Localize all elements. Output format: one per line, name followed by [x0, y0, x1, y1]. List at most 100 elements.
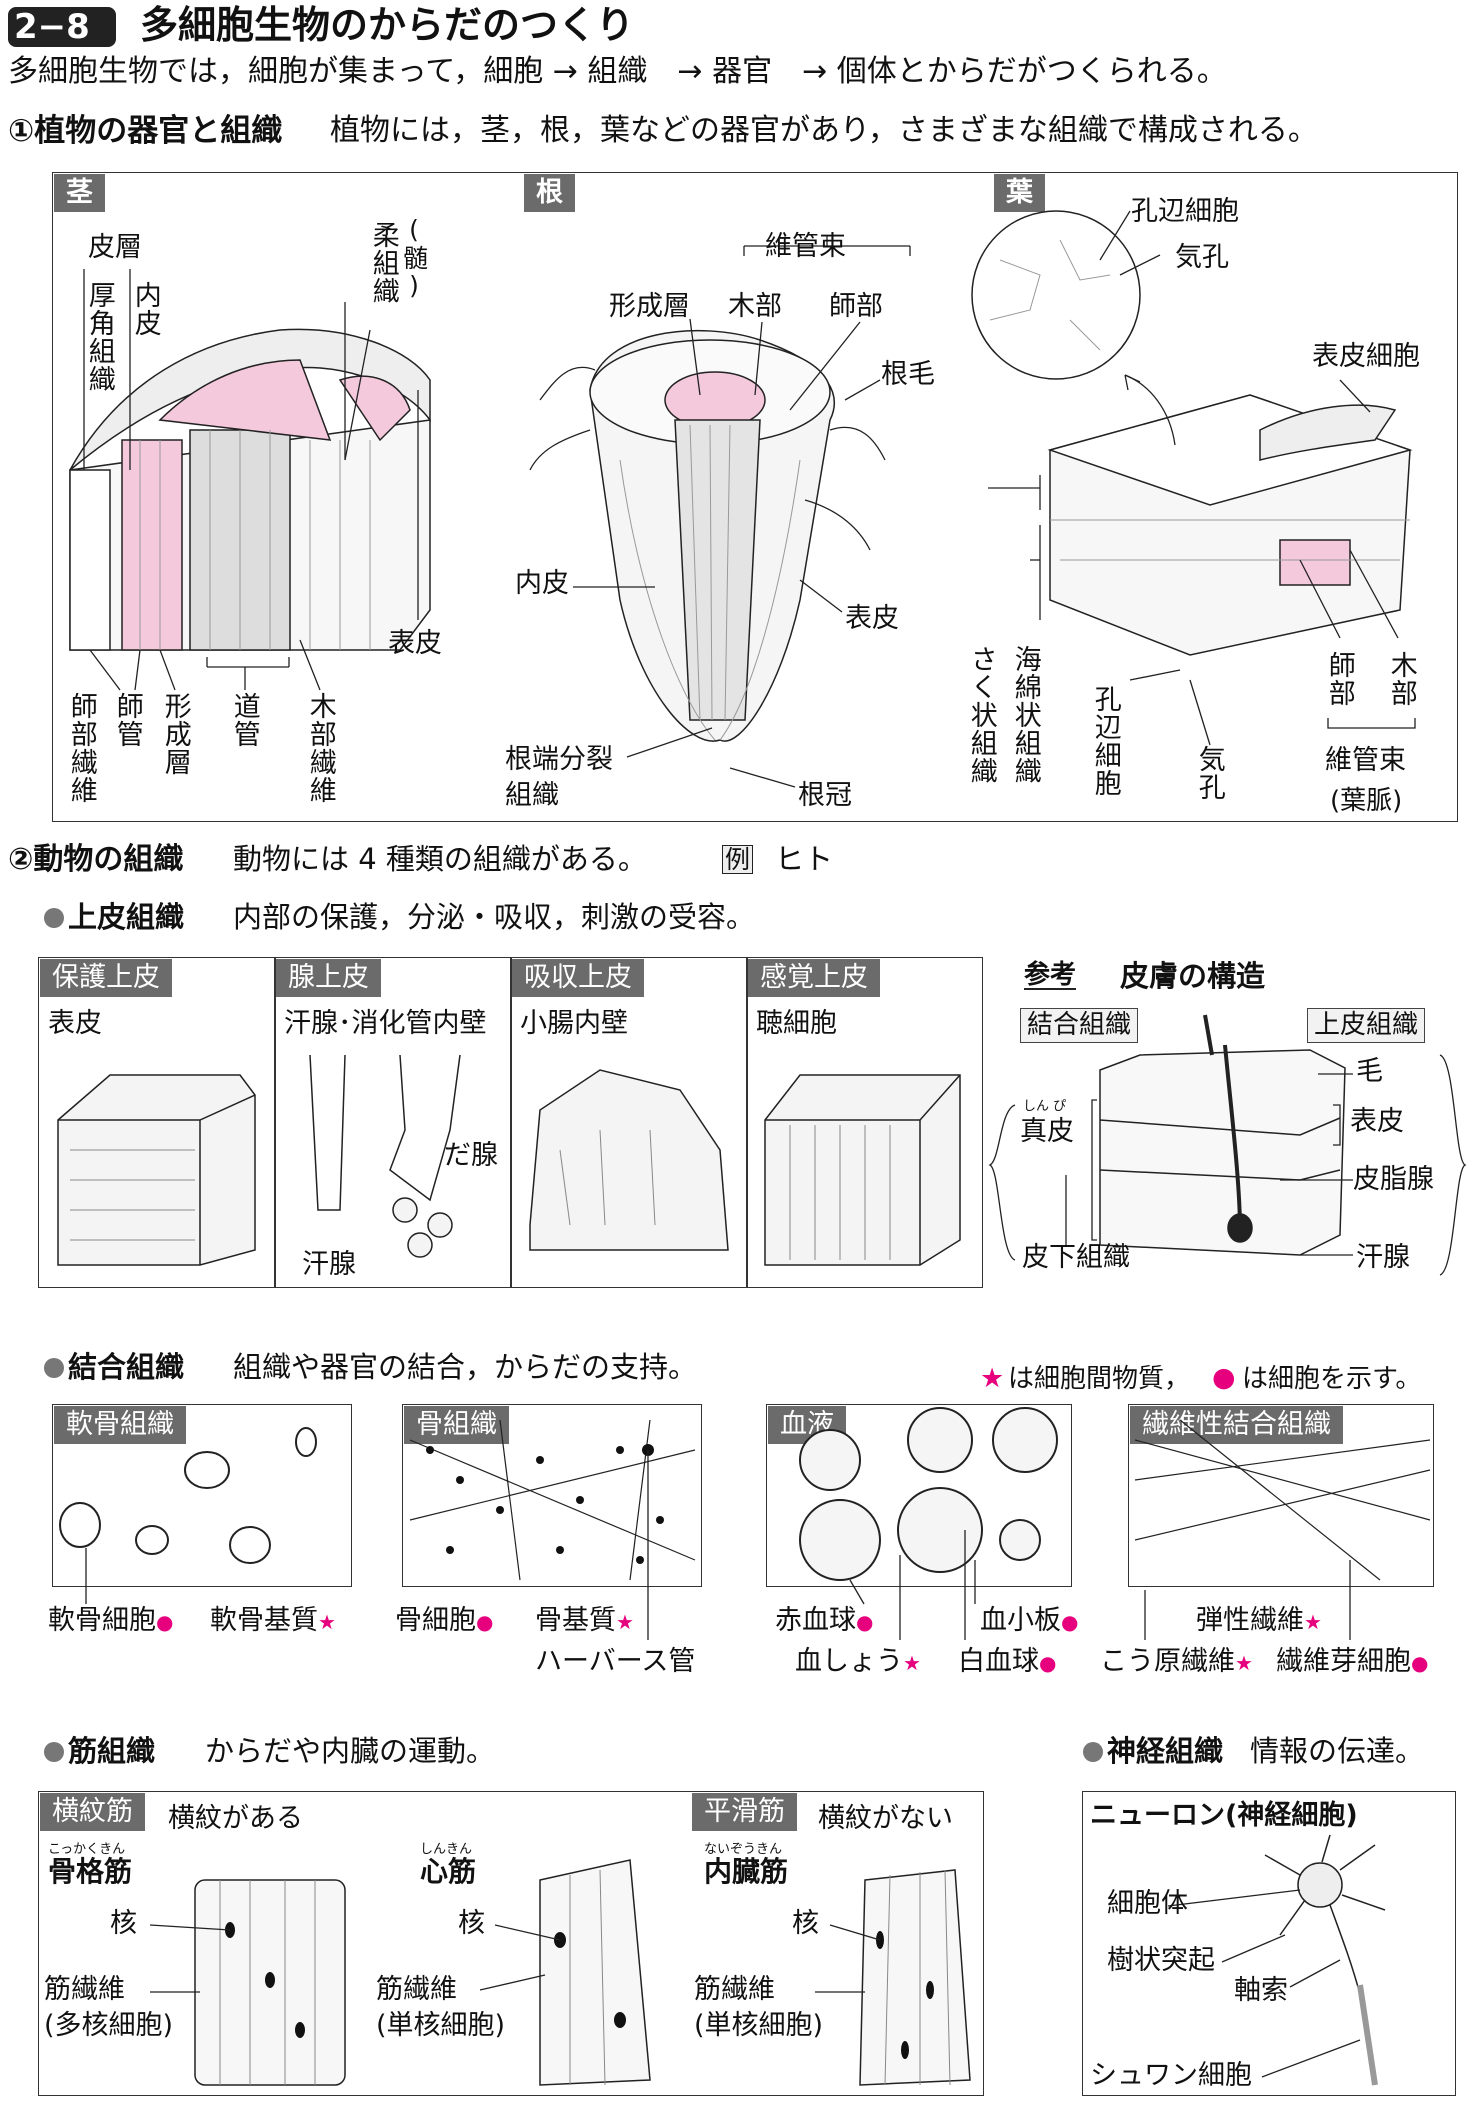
- tab-nankotsu: 軟骨組織: [54, 1406, 186, 1444]
- muscle-kaku-1: 核: [110, 1908, 137, 1939]
- leaf-shibu-label: 師部: [1323, 651, 1355, 707]
- nerve-desc: 情報の伝達。: [1250, 1734, 1425, 1768]
- shin-ruby: しんきん: [420, 1842, 473, 1857]
- tab-stem: 茎: [54, 174, 105, 212]
- leaf-ikan-label: 維管束: [1325, 745, 1406, 776]
- muscle-oumon-desc: 横紋がある: [168, 1803, 303, 1834]
- root-keisei-label: 形成層: [609, 291, 690, 322]
- conn-kesshou: 血しょう★: [795, 1646, 921, 1677]
- root-konmo-label: 根毛: [881, 359, 935, 390]
- epi-label-chousaibou: 聴細胞: [756, 1008, 837, 1039]
- skin-hyouhi-label: 表皮: [1350, 1106, 1404, 1137]
- naizou-ruby: ないぞうきん: [704, 1842, 783, 1857]
- stem-shibu-sen-label: 師部繊維: [65, 692, 97, 804]
- intro-text: 多細胞生物では，細胞が集まって，細胞 → 組織 → 器官 → 個体とからだがつく…: [8, 54, 1227, 89]
- epi-label-hyouhi: 表皮: [48, 1008, 102, 1039]
- sec1-desc: 植物には，茎，根，葉などの器官があり，さまざまな組織で構成される。: [330, 113, 1318, 148]
- epi-divider-2: [510, 957, 512, 1288]
- muscle-heikatsu-desc: 横紋がない: [818, 1803, 953, 1834]
- leaf-sakujou-label: さく状組織: [965, 645, 997, 785]
- sec1-heading: ①植物の器官と組織: [8, 113, 283, 149]
- muscle-tan-2: (単核細胞): [694, 2010, 824, 2041]
- kokkaku-ruby: こっかくきん: [48, 1842, 126, 1857]
- conn-sekkekkyu: 赤血球●: [775, 1605, 874, 1636]
- stem-hyouhi-label: 表皮: [388, 628, 442, 659]
- dot-icon: ●: [1061, 1610, 1079, 1634]
- root-hyouhi-label: 表皮: [845, 603, 899, 634]
- root-naihi-label: 内皮: [515, 568, 569, 599]
- muscle-box: [38, 1791, 984, 2096]
- leaf-kouhen-label: 孔辺細胞: [1131, 196, 1239, 227]
- muscle-tas: (多核細胞): [44, 2010, 174, 2041]
- nerve-box: [1082, 1791, 1456, 2096]
- conn-kotsu-saibo: 骨細胞●: [395, 1605, 494, 1636]
- kokkaku-label: 骨格筋: [48, 1855, 133, 1888]
- root-konkan-label: 根冠: [798, 780, 852, 811]
- fibrous-box: [1128, 1404, 1434, 1587]
- star-icon: ★: [903, 1651, 921, 1675]
- tab-sen-i: 繊維性結合組織: [1130, 1406, 1343, 1444]
- section-badge: [8, 7, 116, 47]
- skin-hika-label: 皮下組織: [1022, 1242, 1130, 1273]
- blood-box: [766, 1404, 1072, 1587]
- leaf-hyouhi-label: 表皮細胞: [1312, 341, 1420, 372]
- conn-nankotsu-saibo: 軟骨細胞●: [48, 1605, 174, 1636]
- bullet-icon: [44, 1358, 64, 1378]
- example-text: ヒト: [775, 842, 834, 876]
- conn-note-1: は細胞間物質，: [1008, 1364, 1191, 1394]
- nerve-title: ニューロン(神経細胞): [1090, 1800, 1358, 1831]
- tab-hogo: 保護上皮: [40, 959, 172, 997]
- conn-sen-ga: 繊維芽細胞●: [1276, 1646, 1429, 1677]
- tab-kyuushuu: 吸収上皮: [512, 959, 644, 997]
- naizou-label: 内臓筋: [704, 1855, 789, 1888]
- bullet-icon: [44, 1742, 64, 1762]
- conn-note-2: は細胞を示す。: [1242, 1364, 1422, 1394]
- sec2-desc: 動物には 4 種類の組織がある。: [233, 842, 647, 876]
- bone-box: [402, 1404, 702, 1587]
- sec2-heading: ②動物の組織: [8, 842, 184, 877]
- tab-sen: 腺上皮: [276, 959, 381, 997]
- tab-kotsu: 骨組織: [404, 1406, 509, 1444]
- epi-divider-1: [274, 957, 276, 1288]
- root-bunretsu-label-2: 組織: [505, 780, 559, 811]
- stem-juu-label: 柔組織: [367, 221, 399, 305]
- conn-hakkekkyu: 白血球●: [958, 1646, 1057, 1677]
- nerve-jujou: 樹状突起: [1107, 1945, 1215, 1976]
- dot-icon: ●: [476, 1610, 494, 1634]
- epi-label-shouchou: 小腸内壁: [520, 1008, 628, 1039]
- skin-sankou-badge: 参考: [1024, 960, 1077, 990]
- skin-title: 皮膚の構造: [1120, 959, 1266, 993]
- epi-desc: 内部の保護，分泌・吸収，刺激の受容。: [233, 900, 756, 934]
- leaf-kikou-vertical-label: 気孔: [1193, 745, 1225, 801]
- epi-heading: 上皮組織: [68, 900, 185, 934]
- nerve-heading: 神経組織: [1107, 1734, 1224, 1768]
- muscle-kaku-3: 核: [792, 1908, 819, 1939]
- leaf-youmyaku-label: (葉脈): [1330, 786, 1403, 816]
- dot-icon: ●: [1039, 1651, 1057, 1675]
- star-icon: ★: [1304, 1610, 1322, 1634]
- skin-ke-label: 毛: [1356, 1056, 1383, 1087]
- muscle-sen-3: 筋繊維: [694, 1974, 775, 2005]
- root-ikan-label: 維管束: [765, 231, 846, 262]
- skin-hishisen-label: 皮脂腺: [1353, 1164, 1434, 1195]
- bullet-icon: [44, 908, 64, 928]
- dot-icon: ●: [156, 1610, 174, 1634]
- example-badge: 例: [722, 845, 754, 874]
- bullet-icon: [1083, 1742, 1103, 1762]
- shin-label: 心筋: [420, 1855, 477, 1888]
- skin-shinpi-label: 真皮: [1020, 1116, 1074, 1147]
- epi-dasen-label: だ腺: [444, 1140, 498, 1171]
- skin-ketsugou-tag: 結合組織: [1020, 1008, 1139, 1043]
- conn-kougen: こう原繊維★: [1100, 1646, 1253, 1677]
- star-icon: ★: [318, 1610, 336, 1634]
- stem-shikan-label: 師管: [111, 692, 143, 748]
- star-icon: ★: [616, 1610, 634, 1634]
- dot-icon: ●: [1212, 1362, 1236, 1393]
- star-icon: ★: [980, 1363, 1005, 1394]
- epi-label-kansen: 汗腺･消化管内壁: [284, 1008, 487, 1039]
- nerve-saibotai: 細胞体: [1107, 1888, 1188, 1919]
